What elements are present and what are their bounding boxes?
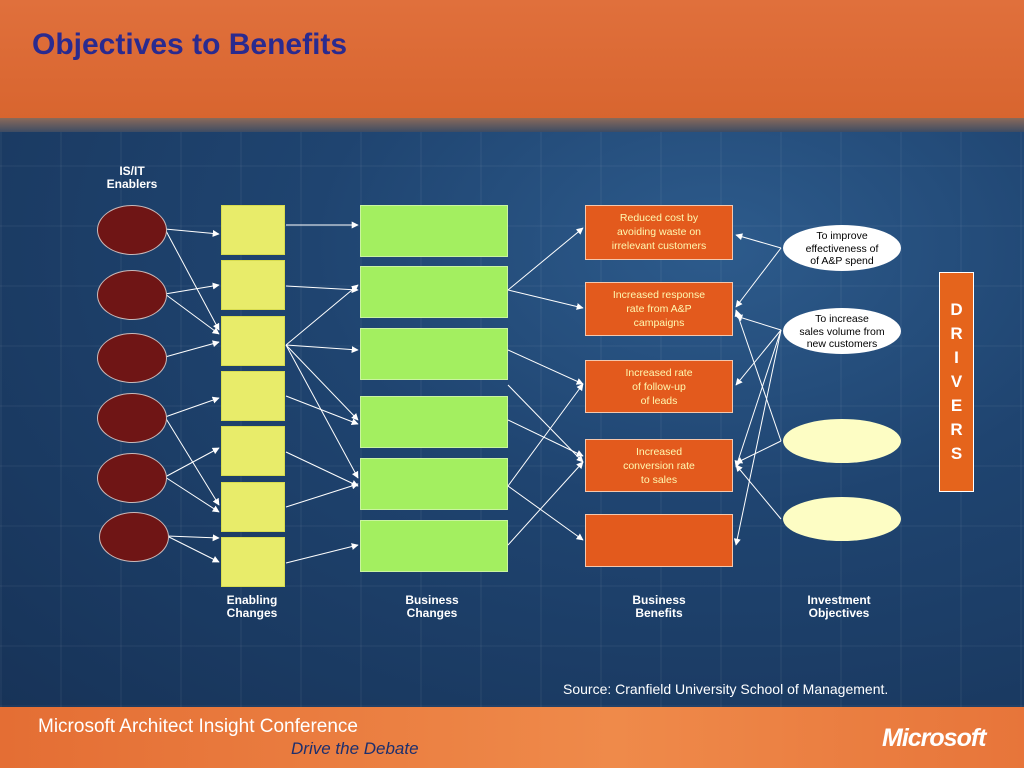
source-citation: Source: Cranfield University School of M… <box>563 681 889 697</box>
connector-arrow <box>164 293 220 335</box>
enabler-oval <box>99 512 169 562</box>
enabling-change-box <box>221 316 285 366</box>
drivers-box: D R I V E R S <box>939 272 974 492</box>
connector-arrow <box>735 329 782 386</box>
enabler-oval <box>97 270 167 320</box>
connector-arrow <box>164 396 220 418</box>
connector-arrow <box>285 284 359 346</box>
drivers-letter: R <box>950 420 963 439</box>
connector-arrow <box>285 344 359 479</box>
connector-arrow <box>507 485 584 541</box>
connector-arrow <box>507 349 584 385</box>
connector-arrow <box>735 233 782 249</box>
connector-arrow <box>164 476 220 513</box>
connector-arrow <box>734 329 782 468</box>
enabling-change-box <box>221 205 285 255</box>
footer-bar <box>0 707 1024 768</box>
connector-arrow <box>164 340 220 358</box>
microsoft-logo: Microsoft <box>882 724 986 752</box>
connector-arrow <box>285 285 359 294</box>
connector-arrow <box>507 419 584 457</box>
objective-blank-oval <box>783 419 901 463</box>
business-change-box <box>360 520 508 572</box>
connector-arrow <box>507 227 584 291</box>
enabler-oval <box>97 393 167 443</box>
connector-arrow <box>285 344 359 354</box>
business-change-box <box>360 205 508 257</box>
benefit-conversion-rate: Increased conversion rate to sales <box>585 439 733 492</box>
connector-arrow <box>164 228 220 331</box>
enabling-change-box <box>221 537 285 587</box>
enabling-change-box <box>221 260 285 310</box>
drivers-letter: I <box>954 348 959 367</box>
connector-arrow <box>285 395 359 425</box>
connector-arrow <box>507 384 584 463</box>
drivers-letter: E <box>950 396 963 415</box>
enabling-change-box <box>221 371 285 421</box>
label-is-it-enablers: IS/IT Enablers <box>106 164 158 191</box>
benefit-blank <box>585 514 733 567</box>
connector-arrow <box>164 447 220 478</box>
connector-arrow <box>164 416 220 506</box>
drivers-letter: V <box>950 372 963 391</box>
label-business-benefits: Business Benefits <box>632 593 686 620</box>
connector-arrow <box>735 247 782 308</box>
enabling-change-box <box>221 482 285 532</box>
drivers-letter: R <box>950 324 963 343</box>
benefit-follow-up-rate: Increased rate of follow-up of leads <box>585 360 733 413</box>
footer-conference-name: Microsoft Architect Insight Conference <box>38 716 358 737</box>
connector-arrow <box>285 482 359 508</box>
label-business-changes: Business Changes <box>405 593 459 620</box>
enabler-oval <box>97 453 167 503</box>
slide-title: Objectives to Benefits <box>32 28 348 61</box>
header-divider <box>0 118 1024 132</box>
benefit-response-rate: Increased response rate from A&P campaig… <box>585 282 733 336</box>
header-bar <box>0 0 1024 118</box>
objective-improve-effectiveness: To improve effectiveness of of A&P spend <box>783 225 901 271</box>
business-change-box <box>360 458 508 510</box>
connector-arrow <box>507 461 584 546</box>
connector-arrow <box>735 440 782 464</box>
enabling-change-box <box>221 426 285 476</box>
business-change-box <box>360 266 508 318</box>
connector-arrow <box>285 344 359 421</box>
objective-blank-oval <box>783 497 901 541</box>
label-enabling-changes: Enabling Changes <box>226 593 278 620</box>
label-investment-objectives: Investment Objectives <box>807 593 871 620</box>
footer-tagline: Drive the Debate <box>291 739 419 758</box>
connector-arrow <box>507 289 584 310</box>
connector-arrow <box>164 282 220 295</box>
drivers-letter: S <box>950 444 963 463</box>
enabler-oval <box>97 333 167 383</box>
connector-arrow <box>734 309 782 442</box>
objective-increase-sales: To increase sales volume from new custom… <box>783 308 901 354</box>
connector-arrow <box>285 543 359 564</box>
connector-arrow <box>166 535 220 563</box>
business-change-box <box>360 396 508 448</box>
benefit-reduced-cost: Reduced cost by avoiding waste on irrele… <box>585 205 733 260</box>
connector-arrow <box>735 314 782 331</box>
enabler-oval <box>97 205 167 255</box>
connector-arrow <box>735 464 782 520</box>
connector-arrow <box>285 451 359 487</box>
connector-arrow <box>166 534 220 542</box>
connector-arrow <box>507 383 584 487</box>
business-change-box <box>360 328 508 380</box>
drivers-letter: D <box>950 300 963 319</box>
connector-arrow <box>164 228 220 237</box>
connector-arrow <box>733 329 782 546</box>
